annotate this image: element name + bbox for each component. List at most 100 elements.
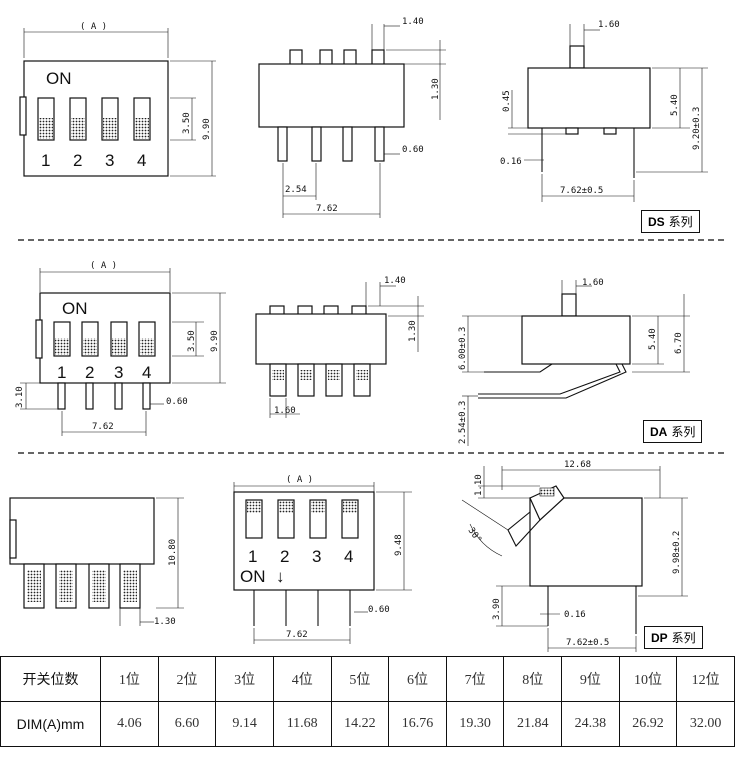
da-dim-600: 6.00±0.3 [458,327,468,370]
ds-side-view: 1.40 1.30 0.60 2.54 7.62 [258,17,446,218]
table-cell: 14.22 [330,701,390,747]
ds-series-text: 系列 [668,215,693,229]
dp-dim-pin: 0.60 [368,605,390,615]
da-number-2: 2 [85,363,94,382]
ds-series-code: DS [648,215,665,229]
ds-end-view: 1.60 5.40 9.20±0.3 0.45 0.16 7.62±0.5 [500,20,708,202]
table-cell: 16.76 [388,701,447,747]
da-dim-pin: 0.60 [166,397,188,407]
ds-number-1: 1 [41,151,50,170]
da-number-3: 3 [114,363,123,382]
table-row-positions: 开关位数 1位 2位 3位 4位 5位 6位 7位 8位 9位 10位 12位 [0,656,735,702]
ds-on-label: ON [46,69,72,88]
dp-side-view: 10.80 1.30 [9,497,184,627]
ds-dim-inner-height: 3.50 [182,112,192,134]
dp-series-text: 系列 [671,631,696,645]
da-dim-670: 6.70 [674,332,684,354]
da-dim-540: 5.40 [648,328,658,350]
dp-number-3: 3 [312,547,321,566]
dp-dim-948: 9.48 [394,534,404,556]
table-cell: 3位 [215,656,274,702]
table-cell: 12位 [676,656,735,702]
dp-front-view: 1 2 3 4 ON ↓ ( A ) 9.48 0.60 7.62 [233,475,412,644]
table-cell: 11.68 [272,701,332,747]
ds-front-view: ON 1 2 3 4 ( A ) 3.50 9.90 [19,22,216,177]
ds-dim-pin-width: 0.60 [402,145,424,155]
dp-dim-1080: 10.80 [168,539,178,566]
dp-down-arrow-icon: ↓ [276,567,285,586]
ds-dim-actuator-height: 1.30 [431,78,441,100]
da-dim-row: 7.62 [92,422,114,432]
table-cell: 6.60 [157,701,217,747]
da-switch-slots [53,321,156,357]
table-cell: 9位 [561,656,620,702]
dp-dim-110: 1.10 [474,474,484,496]
ds-dim-pitch: 2.54 [285,185,307,195]
technical-drawing: ON 1 2 3 4 ( A ) 3.50 9.90 1.40 [9,17,724,652]
table-header-positions: 开关位数 [0,656,101,702]
table-cell: 1位 [100,656,159,702]
table-cell: 6位 [388,656,447,702]
dp-dim-1268: 12.68 [564,460,591,470]
table-cell: 24.38 [561,701,620,747]
table-cell: 4位 [272,656,332,702]
table-cell: 9.14 [215,701,274,747]
dp-number-2: 2 [280,547,289,566]
table-cell: 7位 [445,656,505,702]
da-number-1: 1 [57,363,66,382]
table-cell: 5位 [330,656,390,702]
ds-dim-045: 0.45 [502,90,512,112]
ds-number-3: 3 [105,151,114,170]
da-dim-total: 9.90 [210,330,220,352]
ds-dim-actuator-width: 1.40 [402,17,424,27]
da-series-text: 系列 [671,425,696,439]
dp-number-4: 4 [344,547,353,566]
dp-number-1: 1 [248,547,257,566]
da-end-view: 1.60 6.00±0.3 2.54±0.3 5.40 6.70 [458,278,690,446]
table-cell: 32.00 [676,701,735,747]
ds-dim-762: 7.62±0.5 [560,186,603,196]
ds-dim-920: 9.20±0.3 [692,107,702,150]
table-cell: 10位 [618,656,678,702]
dp-end-view: 12.68 1.10 30° 9.98±0.2 3.90 0.16 7.62±0… [461,460,688,652]
da-dim-actuator: 1.40 [384,276,406,286]
da-side-view: 1.40 1.30 1.60 [255,276,424,418]
dp-switch-slots [245,499,359,539]
ds-dim-016: 0.16 [500,157,522,167]
table-cell: 19.30 [445,701,505,747]
ds-number-4: 4 [137,151,146,170]
ds-dim-row-spacing: 7.62 [316,204,338,214]
ds-dim-540: 5.40 [670,94,680,116]
ds-dim-a: ( A ) [80,22,107,32]
table-row-dimensions: DIM(A)mm 4.06 6.60 9.14 11.68 14.22 16.7… [0,701,735,747]
dp-dim-angle: 30° [466,526,484,545]
dp-dim-row: 7.62 [286,630,308,640]
da-series-code: DA [650,425,668,439]
table-cell: 26.92 [618,701,678,747]
ds-dim-total-height: 9.90 [202,118,212,140]
dp-on-label: ON [240,567,266,586]
da-dim-310: 3.10 [15,386,25,408]
da-dim-side-actuator: 1.60 [582,278,604,288]
dp-dim-016: 0.16 [564,610,586,620]
da-dim-a: ( A ) [90,261,117,271]
dimension-table: 开关位数 1位 2位 3位 4位 5位 6位 7位 8位 9位 10位 12位 … [0,656,735,747]
ds-switch-slots [37,97,151,141]
dp-dim-130: 1.30 [154,617,176,627]
dp-series-code: DP [651,631,668,645]
da-dim-130: 1.30 [408,320,418,342]
table-cell: 8位 [503,656,562,702]
da-dim-254: 2.54±0.3 [458,401,468,444]
ds-dim-side-actuator: 1.60 [598,20,620,30]
dp-dim-390: 3.90 [492,598,502,620]
table-cell: 21.84 [503,701,562,747]
dp-dim-a: ( A ) [286,475,313,485]
ds-number-2: 2 [73,151,82,170]
da-front-view: ON 1 2 3 4 ( A ) 3.50 9.90 3.10 0.60 7.6… [15,261,226,436]
table-cell: 4.06 [100,701,159,747]
da-dim-inner: 3.50 [187,330,197,352]
table-header-dimensions: DIM(A)mm [0,701,101,747]
